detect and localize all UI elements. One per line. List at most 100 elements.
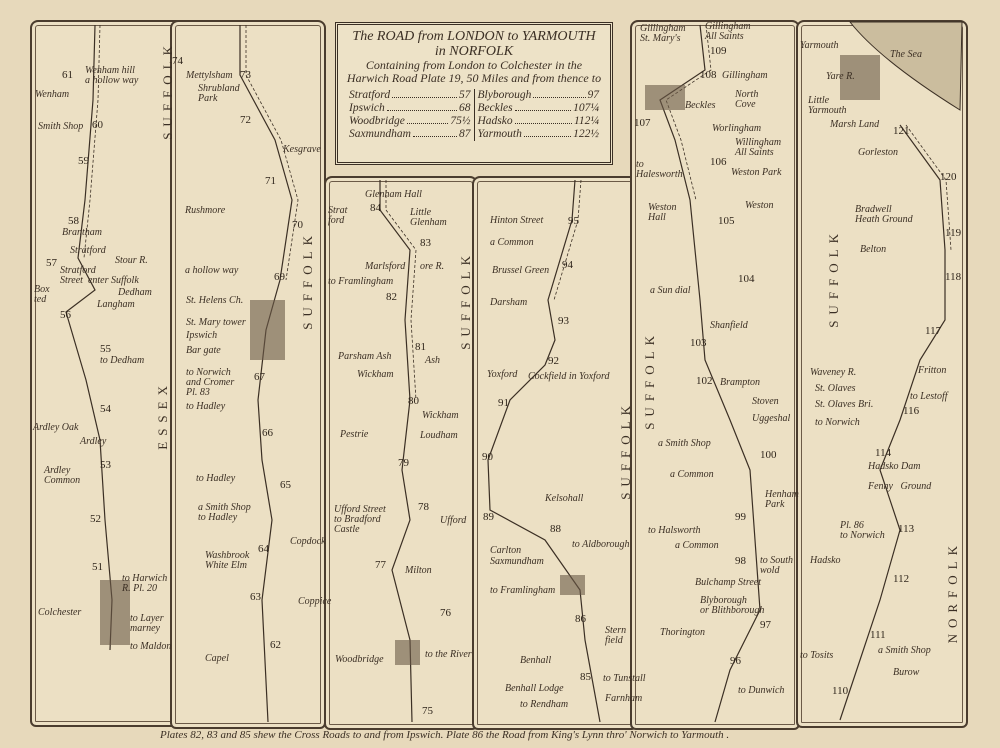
milestone-number: 119 [945,227,962,239]
place-label: a hollow way [185,265,239,276]
milestone-number: 80 [408,395,419,407]
milestone-number: 83 [420,237,431,249]
milestone-number: 85 [580,671,591,683]
place-label: Darsham [490,297,528,308]
place-label: to Framlingham [490,585,556,596]
distance-place: Ipswich [349,102,385,114]
county-name: SUFFOLK [458,250,473,350]
place-label: Washbrook White Elm [205,550,250,571]
place-label: Pestrie [340,429,369,440]
map-subtitle: Containing from London to Colchester in … [346,58,602,85]
place-label: Shanfield [710,320,748,331]
map-title: The ROAD from LONDON to YARMOUTH [352,29,596,44]
place-label: Shrubland Park [198,83,240,104]
place-label: to Hadley [196,473,236,484]
place-label: Benhall Lodge [505,683,564,694]
leader-dots [392,89,457,98]
place-label: Fritton [918,365,947,376]
milestone-number: 118 [945,271,962,283]
milestone-number: 114 [875,447,892,459]
place-label: Stern field [605,625,627,646]
milestone-number: 75 [422,705,433,717]
place-label: Coppice [298,596,332,607]
place-label: Hadsko [810,555,841,566]
distance-miles: 97 [587,89,600,101]
milestone-number: 107 [634,117,651,129]
footer-note: Plates 82, 83 and 85 shew the Cross Road… [160,729,730,741]
leader-dots [514,115,572,124]
milestone-number: 59 [78,155,89,167]
milestone-number: 120 [940,171,957,183]
place-label: to Norwich [815,417,860,428]
milestone-number: 58 [68,215,79,227]
place-label: Ipswich [186,330,218,341]
county-name: SUFFOLK [618,400,633,500]
milestone-number: 71 [265,175,276,187]
place-label: Marlsford [365,261,406,272]
place-label: Gillingham St. Mary's [640,23,686,44]
place-label: Thorington [660,627,706,638]
milestone-number: 99 [735,511,746,523]
place-label: Ardley [80,436,107,447]
distance-place: Stratford [349,89,391,101]
milestone-number: 77 [375,559,386,571]
place-label: to Dedham [100,355,145,366]
place-label: Yoxford [487,369,518,380]
place-label: a Smith Shop [658,438,711,449]
milestone-number: 106 [710,156,727,168]
place-label: Bulchamp Street [695,577,762,588]
milestone-number: 54 [100,403,111,415]
milestone-number: 72 [240,114,251,126]
place-label: Uggeshal [752,413,791,424]
place-label: Yarmouth [800,40,839,51]
milestone-number: 100 [760,449,777,461]
milestone-number: 96 [730,655,741,667]
place-label: Copdock [290,536,326,547]
place-label: a Common [670,469,714,480]
milestone-number: 89 [483,511,494,523]
place-label: to Harwich R. Pl. 20 [122,573,168,594]
place-label: Yare R. [826,71,855,82]
distance-place: Blyborough [477,89,532,101]
milestone-number: 63 [250,591,261,603]
milestone-number: 52 [90,513,101,525]
place-label: to Hadley [186,401,226,412]
place-label: ore R. [420,261,445,272]
place-label: St. Olaves [815,383,856,394]
place-label: Cockfield in Yoxford [528,371,610,382]
place-label: Blyborough or Blithborough [700,595,765,616]
place-label: Beckles [685,100,716,111]
place-label: Wenham [35,89,70,100]
milestone-number: 82 [386,291,397,303]
place-label: St. Helens Ch. [186,295,244,306]
distance-miles: 75½ [450,115,471,127]
county-name: ESSEX [155,380,170,450]
place-label: Mettylsham [186,70,233,81]
strip-3 [324,176,478,730]
place-label: Glenham Hall [365,189,422,200]
place-label: to Framlingham [328,276,394,287]
milestone-number: 110 [832,685,849,697]
place-label: to Dunwich [738,685,785,696]
place-label: The Sea [890,49,922,60]
place-label: Dedham [118,287,152,298]
place-label: Colchester [38,607,82,618]
place-label: North Cove [735,89,759,110]
milestone-number: 66 [262,427,273,439]
place-label: Burow [893,667,920,678]
place-label: Ufford [440,515,467,526]
place-label: Woodbridge [335,654,384,665]
milestone-number: 117 [925,325,942,337]
distance-place: Saxmundham [349,128,411,140]
place-label: Weston [745,200,774,211]
place-label: Farnham [605,693,643,704]
milestone-number: 90 [482,451,493,463]
milestone-number: 98 [735,555,746,567]
county-name: SUFFOLK [826,228,841,328]
